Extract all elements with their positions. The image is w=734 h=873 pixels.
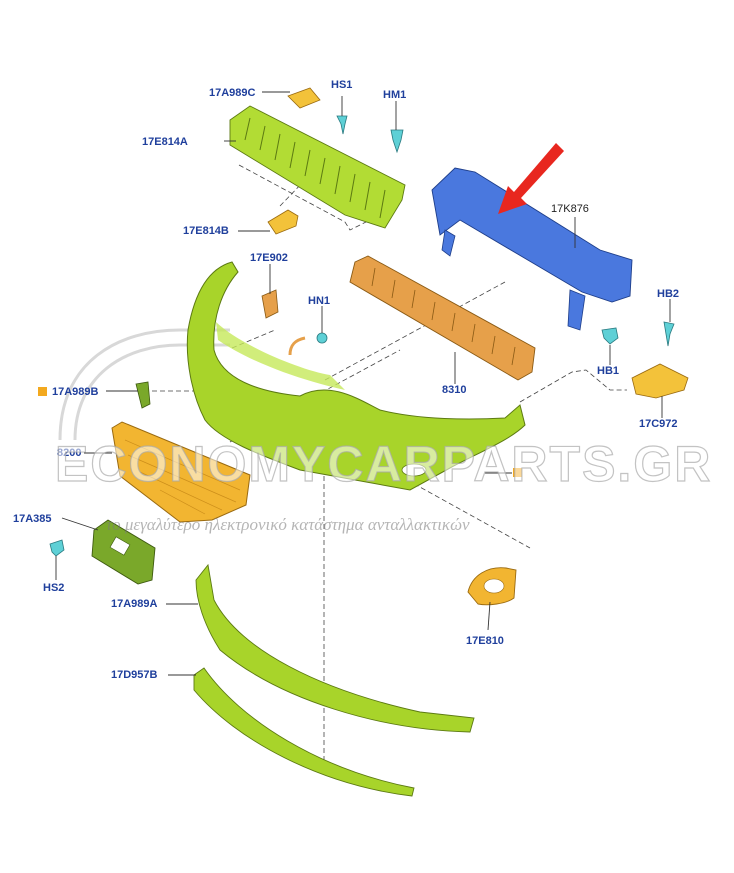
part-HS2-icon bbox=[49, 539, 65, 557]
part-label-8310: 8310 bbox=[442, 384, 467, 396]
part-label-HS1: HS1 bbox=[331, 79, 353, 91]
part-HS1-icon bbox=[336, 115, 348, 135]
part-label-HN1: HN1 bbox=[308, 295, 331, 307]
part-17A989A-icon bbox=[195, 563, 475, 733]
part-HM1-icon bbox=[390, 129, 404, 154]
part-label-17E814A: 17E814A bbox=[142, 136, 188, 148]
part-label-17C972: 17C972 bbox=[639, 418, 678, 430]
part-17A385-icon bbox=[91, 519, 156, 585]
part-label-17A989C: 17A989C bbox=[209, 87, 256, 99]
part-HB1-icon bbox=[601, 327, 619, 345]
part-label-17A989A: 17A989A bbox=[111, 598, 158, 610]
part-HB2-icon bbox=[663, 321, 675, 347]
part-bumper-cover-icon bbox=[186, 261, 526, 491]
curved-arrow-icon bbox=[288, 336, 306, 356]
part-label-17A989B: 17A989B bbox=[52, 386, 99, 398]
part-8310-icon bbox=[349, 255, 536, 381]
part-17C972-icon bbox=[631, 363, 689, 399]
part-17K876-icon bbox=[431, 167, 633, 331]
part-label-17D957B: 17D957B bbox=[111, 669, 158, 681]
part-label-17A385: 17A385 bbox=[13, 513, 52, 525]
part-8200-icon bbox=[111, 421, 251, 523]
watermark-tagline: το μεγαλύτερο ηλεκτρονικό κατάστημα αντα… bbox=[106, 515, 470, 534]
part-label-HM1: HM1 bbox=[383, 89, 407, 101]
part-label-HB1: HB1 bbox=[597, 365, 620, 377]
highlight-arrow-icon bbox=[498, 143, 564, 214]
part-17E814A-icon bbox=[229, 105, 406, 229]
part-17E814B-icon bbox=[267, 209, 299, 235]
leader-lines bbox=[55, 91, 671, 676]
part-label-17K876: 17K876 bbox=[551, 203, 589, 215]
part-17D957B-icon bbox=[193, 667, 415, 797]
part-label-8200: 8200 bbox=[57, 447, 82, 459]
part-HN1-icon bbox=[316, 332, 328, 344]
part-label-HB2: HB2 bbox=[657, 288, 680, 300]
part-label-17E902: 17E902 bbox=[250, 252, 288, 264]
watermark-brand: ECONOMYCARPARTS.GR bbox=[54, 435, 713, 492]
part-17A989B-icon bbox=[135, 381, 151, 409]
background-logo bbox=[58, 328, 230, 441]
part-17E810-icon bbox=[467, 567, 517, 606]
bracket-marker-icon bbox=[38, 387, 47, 396]
part-label-17E814B: 17E814B bbox=[183, 225, 229, 237]
part-17E902-icon bbox=[261, 289, 279, 319]
part-label-17E810: 17E810 bbox=[466, 635, 504, 647]
part-label-HS2: HS2 bbox=[43, 582, 65, 594]
part-17A989C-icon bbox=[287, 87, 321, 109]
bracket-marker-icon bbox=[513, 468, 522, 477]
